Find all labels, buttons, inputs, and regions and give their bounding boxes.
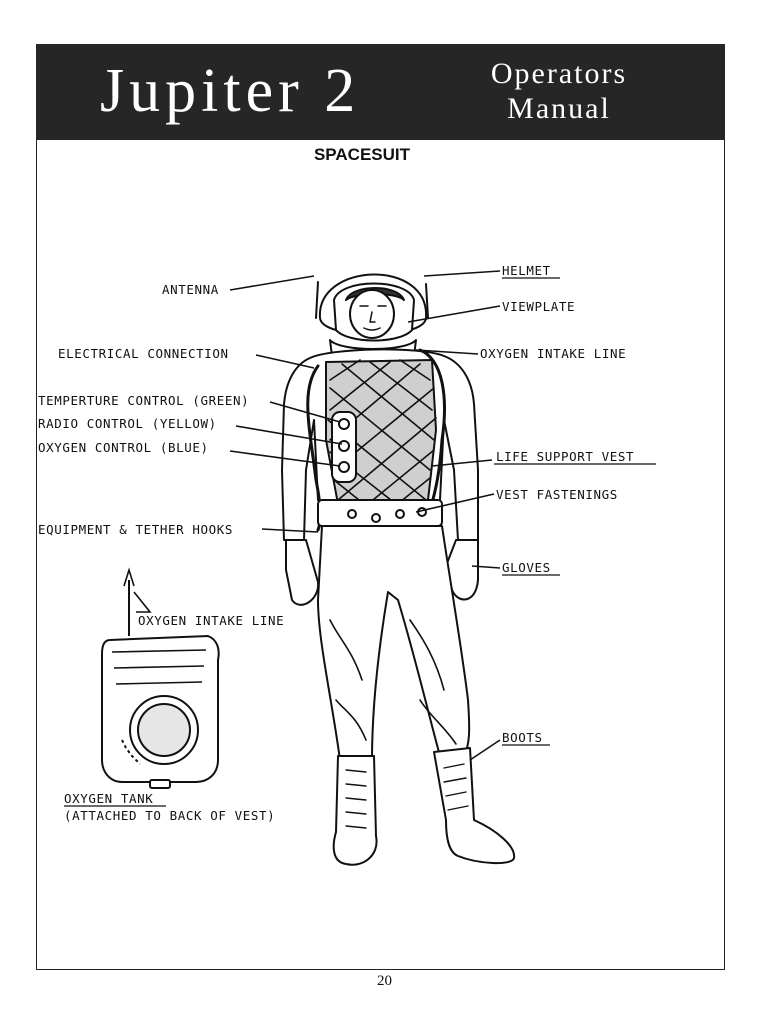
label-oxygen-tank-note: (ATTACHED TO BACK OF VEST) xyxy=(64,808,275,823)
page-number: 20 xyxy=(377,973,392,989)
boot-left xyxy=(332,755,378,866)
header-bar xyxy=(36,44,725,140)
oxygen-hose xyxy=(418,348,446,512)
vest-quilting xyxy=(327,359,437,505)
boot-laces xyxy=(345,763,469,829)
antenna-left xyxy=(315,281,319,319)
subtitle-line-1: Operators xyxy=(490,57,628,90)
oxygen-tank-illustration xyxy=(101,567,220,789)
label-helmet: HELMET xyxy=(502,263,551,278)
tank-arrow xyxy=(123,567,135,587)
label-oxygen-tank: OXYGEN TANK xyxy=(64,791,153,806)
label-viewplate: VIEWPLATE xyxy=(502,299,575,314)
label-oxygen-intake-line: OXYGEN INTAKE LINE xyxy=(480,346,626,361)
label-life-support-vest: LIFE SUPPORT VEST xyxy=(496,449,634,464)
label-vest-fastenings: VEST FASTENINGS xyxy=(496,487,618,502)
trouser-shading xyxy=(329,619,457,745)
label-antenna: ANTENNA xyxy=(162,282,219,297)
label-boots: BOOTS xyxy=(502,730,543,745)
label-underlines xyxy=(64,277,656,807)
label-tank-oxygen-intake-line: OXYGEN INTAKE LINE xyxy=(138,613,284,628)
glove-left xyxy=(285,539,320,606)
label-oxygen-control: OXYGEN CONTROL (BLUE) xyxy=(38,440,209,455)
trousers xyxy=(317,525,471,761)
label-equipment-tether-hooks: EQUIPMENT & TETHER HOOKS xyxy=(38,522,233,537)
boot-right xyxy=(433,747,516,864)
label-temperature-control: TEMPERTURE CONTROL (GREEN) xyxy=(38,393,249,408)
label-radio-control: RADIO CONTROL (YELLOW) xyxy=(38,416,217,431)
antenna-right xyxy=(425,283,429,319)
leader-lines xyxy=(133,270,501,761)
label-electrical-connection: ELECTRICAL CONNECTION xyxy=(58,346,229,361)
manual-title: Jupiter 2 xyxy=(100,57,361,125)
subtitle-line-2: Manual xyxy=(507,92,611,125)
astronaut-figure xyxy=(281,273,516,866)
manual-subtitle: Operators Manual xyxy=(466,56,652,126)
section-title: SPACESUIT xyxy=(313,145,411,164)
label-gloves: GLOVES xyxy=(502,560,551,575)
